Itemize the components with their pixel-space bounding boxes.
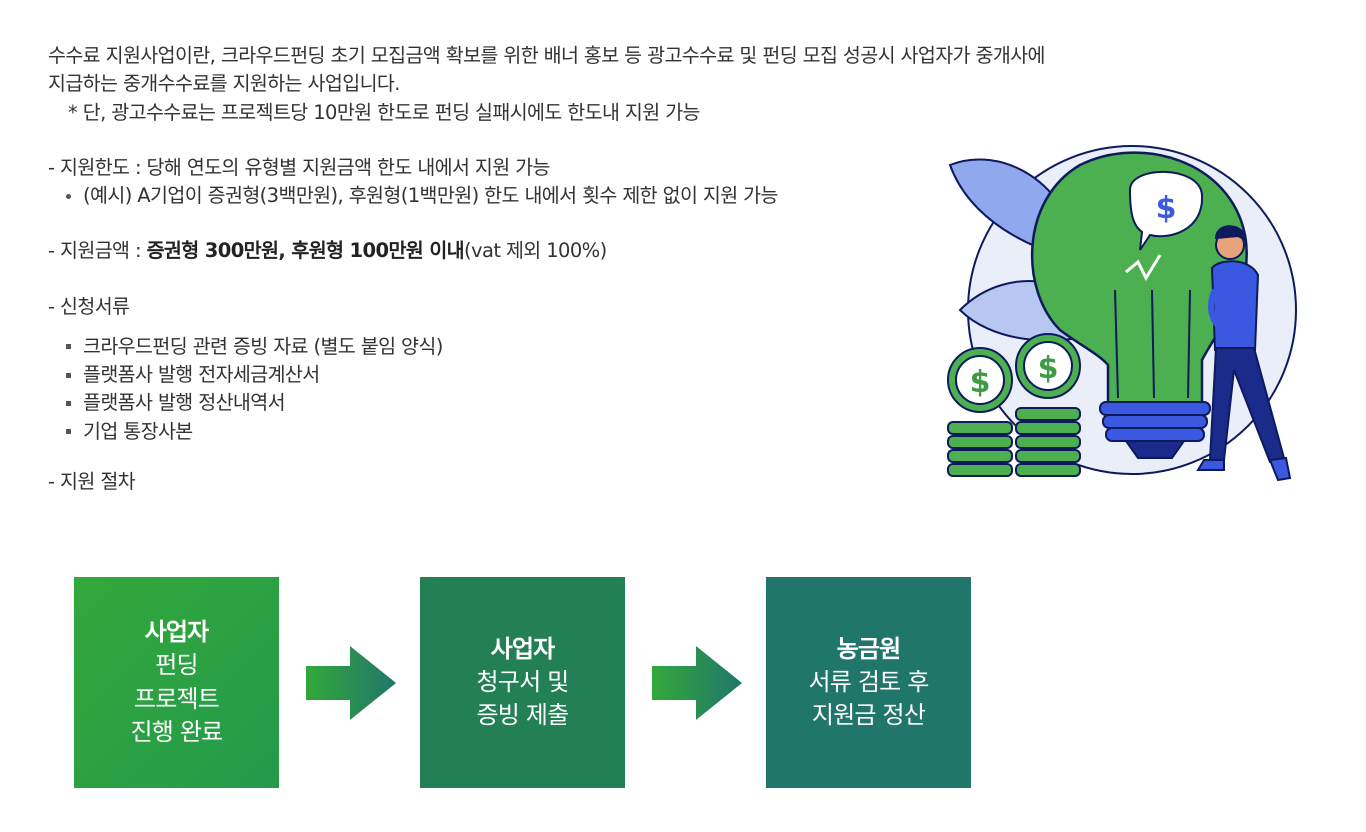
step-line: 프로젝트 [133,684,220,713]
limit-example-text: (예시) A기업이 증권형(3백만원), 후원형(1백만원) 한도 내에서 횟수… [83,184,778,208]
amount-suffix: (vat 제외 100%) [464,239,607,263]
document-item: 플랫폼사 발행 정산내역서 [48,389,1338,417]
step-line: 증빙 제출 [476,701,570,730]
procedure-title: - 지원 절차 [48,469,136,493]
step-title: 농금원 [836,634,902,663]
bullet-square-icon [66,344,71,350]
dollar-sign: $ [1156,191,1177,226]
amount-bold: 증권형 300만원, 후원형 100만원 이내 [146,239,465,263]
step-1-box: 사업자 펀딩 프로젝트 진행 완료 [74,577,279,788]
bullet-dot-icon [66,193,71,199]
coin-stack-icon [947,407,1081,477]
step-line: 진행 완료 [130,717,224,746]
document-item: 크라우드펀딩 관련 증빙 자료 (별도 붙임 양식) [48,333,1338,361]
step-title: 사업자 [490,634,556,663]
amount-line: - 지원금액 : 증권형 300만원, 후원형 100만원 이내(vat 제외 … [48,237,1338,265]
coin-icon: $ [1015,333,1081,399]
person-icon [1196,225,1292,482]
bullet-square-icon [66,429,71,435]
coin-icon: $ [947,347,1013,413]
lightbulb-money-illustration: $ $ $ [947,145,1297,482]
intro-line-1: 수수료 지원사업이란, 크라우드펀딩 초기 모집금액 확보를 위한 배너 홍보 … [48,44,1045,67]
documents-title: - 신청서류 [48,294,130,318]
step-2-box: 사업자 청구서 및 증빙 제출 [420,577,625,788]
arrow-right-icon [652,646,742,720]
step-title: 사업자 [144,618,210,647]
document-item-text: 플랫폼사 발행 전자세금계산서 [83,363,320,387]
intro-note: * 단, 광고수수료는 프로젝트당 10만원 한도로 펀딩 실패시에도 한도내 … [68,100,700,124]
step-line: 서류 검토 후 [808,667,929,696]
speech-bubble-icon [1128,170,1204,251]
step-line: 펀딩 [155,651,198,680]
document-item: 기업 통장사본 [48,418,1338,446]
document-item-text: 크라우드펀딩 관련 증빙 자료 (별도 붙임 양식) [83,334,443,358]
document-item: 플랫폼사 발행 전자세금계산서 [48,361,1338,389]
limit-example: (예시) A기업이 증권형(3백만원), 후원형(1백만원) 한도 내에서 횟수… [48,182,1338,210]
intro-line-2: 지급하는 중개수수료를 지원하는 사업입니다. [48,72,400,96]
amount-prefix: - 지원금액 : [48,239,147,263]
step-line: 지원금 정산 [811,701,926,730]
document-item-text: 플랫폼사 발행 정산내역서 [83,391,286,415]
content-text: 수수료 지원사업이란, 크라우드펀딩 초기 모집금액 확보를 위한 배너 홍보 … [48,42,1338,496]
svg-text:$: $ [1038,351,1059,386]
bullet-square-icon [66,372,71,378]
bullet-square-icon [66,401,71,407]
svg-text:$: $ [970,365,991,400]
step-line: 청구서 및 [476,667,570,696]
step-3-box: 농금원 서류 검토 후 지원금 정산 [766,577,971,788]
document-item-text: 기업 통장사본 [83,419,193,443]
limit-title: - 지원한도 : 당해 연도의 유형별 지원금액 한도 내에서 지원 가능 [48,155,551,179]
arrow-right-icon [306,646,396,720]
